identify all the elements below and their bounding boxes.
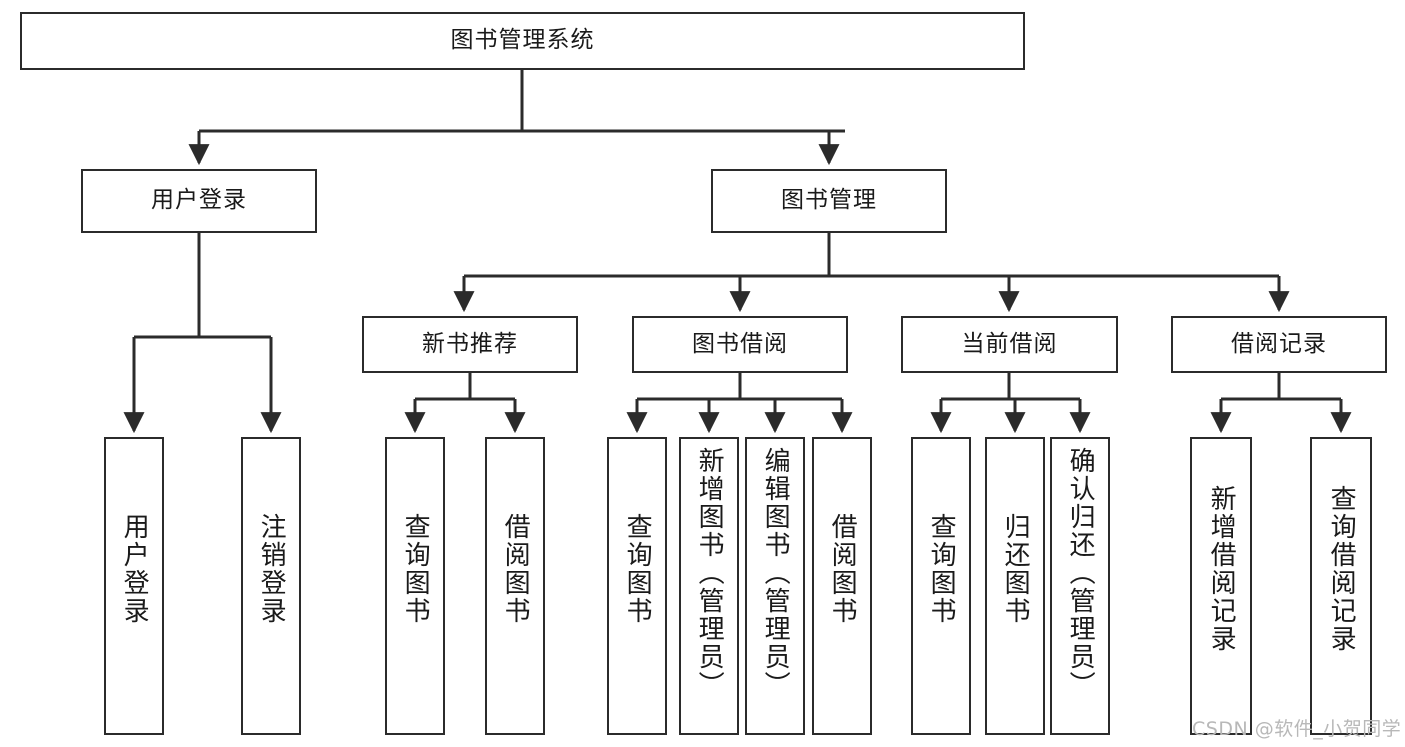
node-label-vertical: 借阅图书 [827, 513, 858, 625]
node-label-vertical: 新增图书（管理员） [694, 447, 725, 699]
node-leaf-user-login[interactable]: 用户登录 [104, 437, 164, 735]
node-new-book-rec[interactable]: 新书推荐 [362, 316, 578, 373]
node-leaf-edit-book[interactable]: 编辑图书（管理员） [745, 437, 805, 735]
node-leaf-confirm-return[interactable]: 确认归还（管理员） [1050, 437, 1110, 735]
node-leaf-add-book[interactable]: 新增图书（管理员） [679, 437, 739, 735]
node-leaf-query-book-rec[interactable]: 查询图书 [385, 437, 445, 735]
node-user-login[interactable]: 用户登录 [81, 169, 317, 233]
node-leaf-add-record[interactable]: 新增借阅记录 [1190, 437, 1252, 735]
node-label-vertical: 归还图书 [1000, 513, 1031, 625]
node-borrow-record[interactable]: 借阅记录 [1171, 316, 1387, 373]
node-leaf-query-book-cur[interactable]: 查询图书 [911, 437, 971, 735]
node-leaf-borrow-book-rec[interactable]: 借阅图书 [485, 437, 545, 735]
node-leaf-return-book[interactable]: 归还图书 [985, 437, 1045, 735]
node-label-vertical: 查询图书 [400, 513, 431, 625]
node-leaf-query-record[interactable]: 查询借阅记录 [1310, 437, 1372, 735]
node-label-vertical: 查询图书 [926, 513, 957, 625]
node-label-vertical: 借阅图书 [500, 513, 531, 625]
node-leaf-logout[interactable]: 注销登录 [241, 437, 301, 735]
node-label-vertical: 查询借阅记录 [1326, 485, 1357, 653]
node-label-vertical: 用户登录 [119, 513, 150, 625]
node-label-vertical: 注销登录 [256, 513, 287, 625]
node-book-manage[interactable]: 图书管理 [711, 169, 947, 233]
node-leaf-query-book-borrow[interactable]: 查询图书 [607, 437, 667, 735]
node-label-vertical: 新增借阅记录 [1206, 485, 1237, 653]
node-leaf-borrow-book[interactable]: 借阅图书 [812, 437, 872, 735]
node-book-borrow[interactable]: 图书借阅 [632, 316, 848, 373]
node-label-vertical: 确认归还（管理员） [1065, 447, 1096, 699]
node-root[interactable]: 图书管理系统 [20, 12, 1025, 70]
csdn-watermark: CSDN @软件_小贺同学 [1192, 718, 1402, 740]
node-current-borrow[interactable]: 当前借阅 [901, 316, 1118, 373]
node-label-vertical: 查询图书 [622, 513, 653, 625]
node-label-vertical: 编辑图书（管理员） [760, 447, 791, 699]
